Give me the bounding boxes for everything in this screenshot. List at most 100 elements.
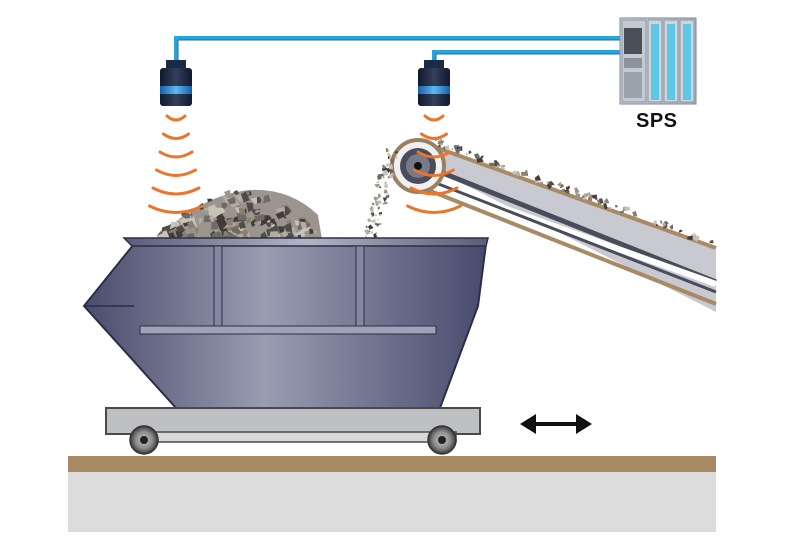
rubble-piece [383, 189, 388, 194]
rubble-piece [692, 235, 700, 242]
rubble-piece [207, 198, 213, 203]
rubble-piece [233, 190, 240, 196]
rubble-piece [370, 230, 374, 234]
rubble-piece [661, 222, 667, 228]
rubble-piece [709, 239, 714, 244]
rubble-piece [365, 225, 368, 229]
rubble-piece [602, 200, 606, 204]
rubble-piece [278, 217, 288, 223]
rubble-piece [441, 140, 444, 143]
sound-wave-arc [165, 114, 187, 122]
rubble-piece [598, 198, 604, 204]
sound-wave-arc [158, 150, 194, 159]
ultrasonic-sensor-icon [418, 60, 450, 106]
rubble-piece [678, 229, 683, 233]
rubble-piece [209, 215, 214, 222]
rubble-piece [582, 196, 587, 201]
rubble-piece [632, 210, 638, 217]
sound-wave-arc [409, 186, 459, 196]
rubble-piece [374, 222, 377, 226]
rubble-piece [197, 230, 203, 237]
rubble-piece [382, 201, 389, 205]
rubble-piece [473, 153, 481, 160]
rubble-piece [565, 186, 570, 190]
rubble-piece [388, 173, 394, 179]
plc-icon [619, 17, 697, 105]
rubble-piece [270, 224, 279, 233]
rubble-piece [254, 214, 265, 222]
rubble-piece [389, 157, 394, 164]
falling-material [364, 147, 399, 242]
rubble-piece [378, 213, 382, 217]
rubble-piece [256, 196, 261, 204]
rubble-piece [385, 163, 391, 167]
ground-strip [68, 456, 716, 472]
rubble-piece [595, 197, 598, 201]
rubble-piece [687, 234, 694, 241]
rubble-piece [521, 172, 527, 176]
rubble-piece [391, 172, 395, 176]
rubble-piece [619, 210, 624, 214]
head-pulley [390, 138, 446, 194]
skip-container [82, 237, 489, 409]
rubble-piece [253, 220, 261, 228]
rubble-piece [382, 197, 387, 202]
rubble-piece [265, 222, 271, 228]
rubble-piece [591, 194, 598, 199]
rubble-piece [299, 230, 306, 238]
rubble-piece [516, 171, 521, 177]
rubble-piece [465, 153, 469, 156]
rubble-piece [246, 202, 254, 213]
rubble-piece [575, 193, 581, 199]
rubble-piece [546, 180, 550, 184]
rubble-piece [382, 176, 385, 179]
rubble-piece [370, 206, 373, 208]
rubble-piece [203, 215, 213, 223]
rubble-piece [389, 169, 395, 176]
rubble-piece [379, 186, 382, 189]
rubble-piece [387, 175, 391, 179]
rubble-piece [371, 202, 375, 206]
rubble-piece [375, 232, 378, 234]
sound-wave-arc [148, 204, 204, 214]
rubble-piece [376, 218, 379, 221]
rubble-piece [557, 181, 562, 187]
rubble-piece [240, 191, 250, 203]
rubble-piece [364, 229, 370, 235]
rubble-piece [384, 184, 389, 188]
rubble-piece [444, 145, 450, 151]
rubble-piece [370, 212, 375, 217]
rubble-piece [169, 221, 180, 230]
rubble-piece [311, 233, 317, 238]
rubble-piece [388, 164, 394, 170]
rubble-piece [653, 219, 657, 226]
rubble-piece [255, 209, 261, 214]
rubble-piece [211, 219, 219, 230]
rubble-piece [373, 233, 378, 238]
rubble-piece [385, 194, 390, 199]
rubble-piece [384, 181, 387, 185]
floor [68, 472, 716, 532]
rubble-piece [378, 200, 382, 205]
double-arrow-icon [520, 414, 592, 434]
rubble-piece [454, 147, 462, 153]
rubble-piece [384, 170, 389, 176]
sound-wave-arc [423, 114, 445, 122]
rubble-piece [387, 156, 390, 160]
rubble-piece [376, 223, 380, 226]
rubble-piece [284, 229, 295, 239]
rubble-piece [238, 220, 246, 229]
sound-wave-arc [413, 168, 455, 177]
rubble-piece [614, 204, 619, 208]
rubble-piece [378, 223, 382, 225]
sound-wave-arc [151, 186, 201, 196]
rubble-piece [669, 224, 674, 230]
rubble-piece [373, 196, 377, 201]
rubble-piece [176, 225, 186, 232]
rubble-piece [539, 181, 544, 185]
rubble-piece [535, 179, 539, 184]
rubble-piece [269, 218, 276, 223]
rubble-piece [512, 170, 518, 176]
rubble-piece [375, 214, 378, 217]
